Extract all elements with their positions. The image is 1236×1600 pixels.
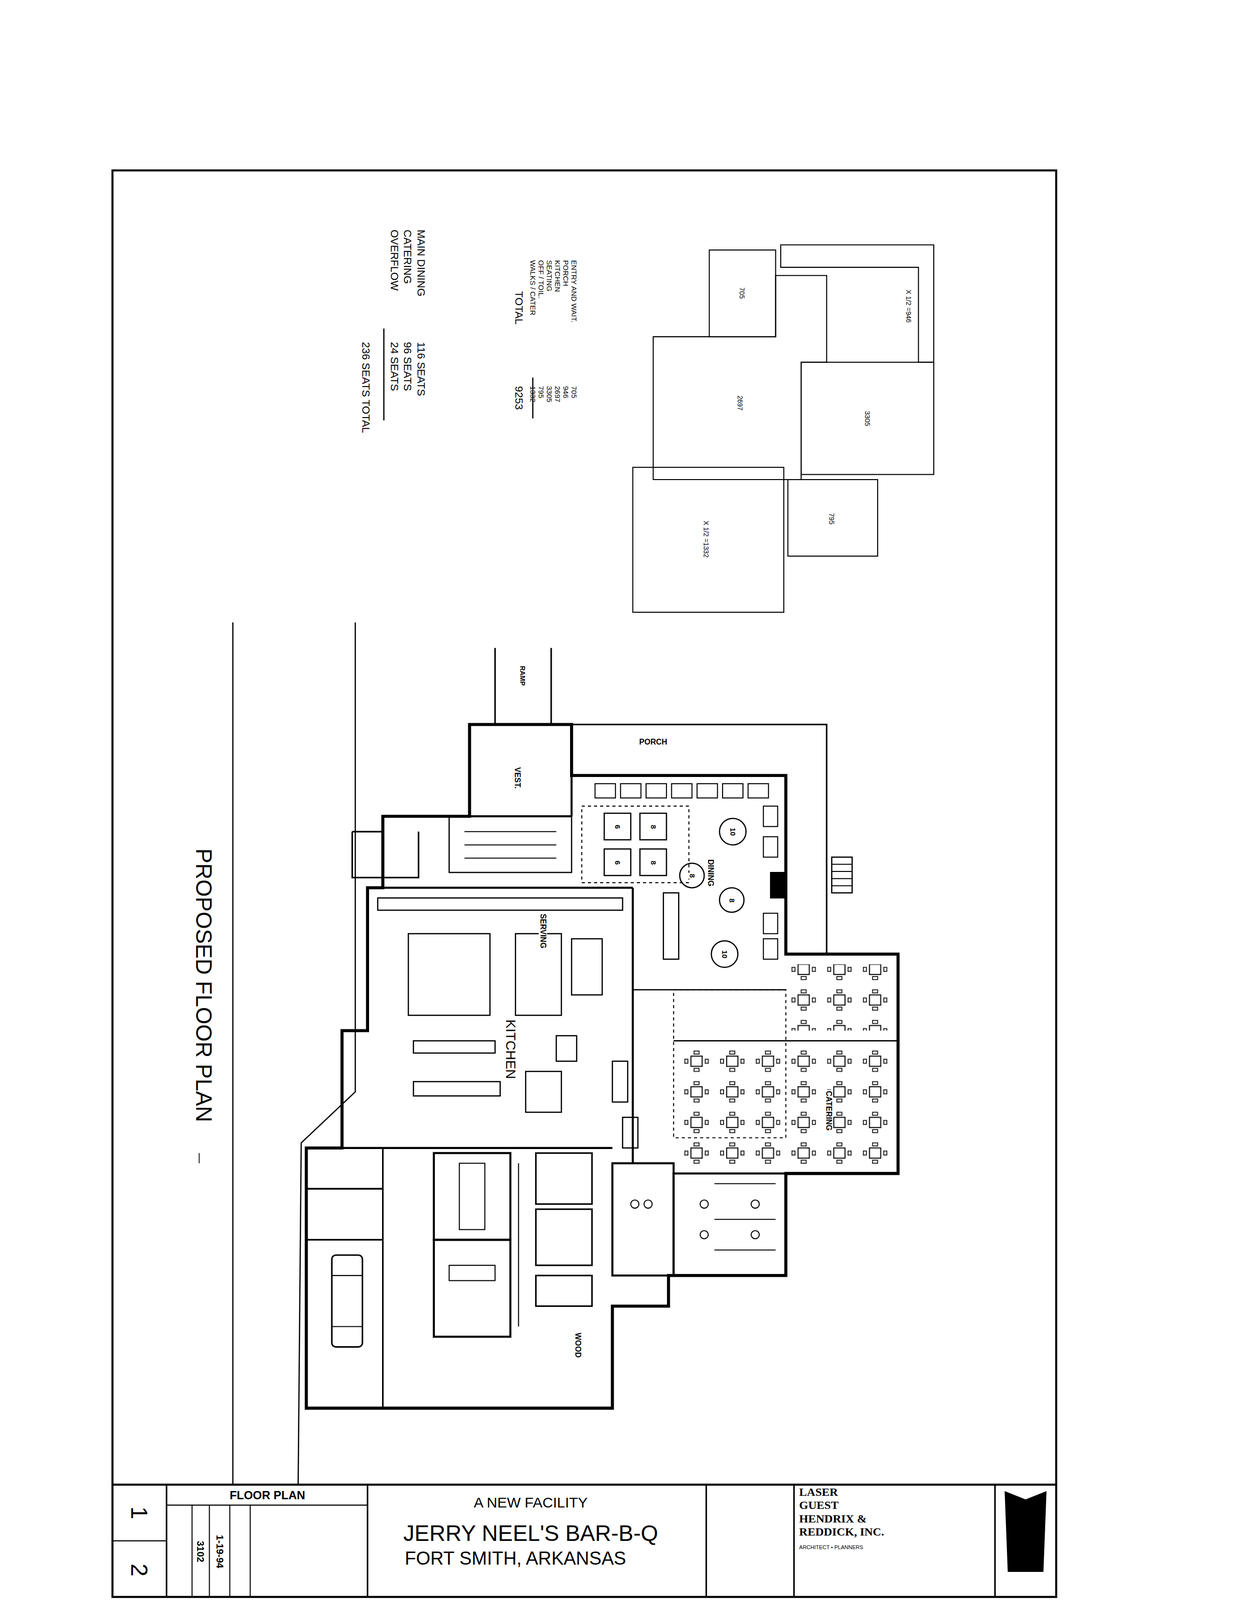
table-number: 8 [649,859,658,866]
schedule-text: MAIN DINING [415,229,427,297]
sheet-number: 1 [126,1506,151,1520]
area-text: PORCH [561,260,570,287]
area-text: ENTRY AND WAIT. [570,260,578,323]
area-value: 1332 [529,386,538,402]
table-number: 10 [728,826,737,837]
area-value: 946 [561,386,570,399]
firm-name: HENDRIX & [799,1512,867,1525]
date: 1-19-94 [214,1534,225,1569]
project-name: JERRY NEEL'S BAR-B-Q [403,1521,659,1545]
table-number: 8 [649,823,658,830]
area-block-label: X 1/2 =1332 [702,520,711,558]
firm-name: REDDICK, INC. [799,1526,884,1539]
area-value: 795 [537,386,546,399]
area-total: TOTAL [513,291,525,325]
drawing-title: PROPOSED FLOOR PLAN [192,848,216,1122]
area-value: 2697 [553,386,562,402]
schedule-text: 96 SEATS [401,341,414,391]
room-label: CATERING [824,1089,834,1132]
area-value: 705 [570,386,578,399]
area-block-label: 3305 [864,410,872,426]
room-label: WOOD [573,1331,582,1360]
area-text: OFF / TOIL. [537,260,546,299]
table-number: 8 [727,897,736,904]
area-block-label: 705 [738,287,746,299]
area-block-label: 2697 [736,395,744,411]
table-number: 8 [688,872,696,879]
schedule-text: CATERING [401,229,414,284]
area-value: 3305 [545,386,554,402]
room-label: PORCH [638,738,669,747]
firm-name: LASER [799,1485,838,1499]
schedule-text: 116 SEATS [415,341,427,397]
schedule-total: 236 SEATS TOTAL [360,341,372,433]
firm-tagline: ARCHITECT • PLANNERS [799,1544,864,1551]
room-label: SERVING [539,912,548,950]
table-number: 6 [613,823,622,830]
area-text: WALKS / CATER [529,260,538,316]
area-block-label: X 1/2 =946 [904,289,912,323]
table-number: 6 [613,859,622,866]
table-number: 10 [720,949,729,960]
room-label: KITCHEN [503,1018,518,1081]
firm-name: GUEST [799,1499,839,1512]
schedule-text: OVERFLOW [388,229,401,291]
schedule-text: 24 SEATS [388,341,401,391]
sheet-title: FLOOR PLAN [229,1489,306,1502]
project-location: FORT SMITH, ARKANSAS [404,1548,627,1569]
sheet-count: 2 [126,1563,151,1577]
job-number: 3102 [195,1540,206,1563]
area-text: SEATING [545,260,554,292]
area-text: KITCHEN [553,260,562,293]
room-label: RAMP [519,664,527,687]
area-block-label: 795 [828,512,836,525]
title-line: A NEW FACILITY [473,1494,588,1511]
room-label: VEST. [513,766,522,790]
area-total-value: 9253 [513,386,525,410]
room-label: DINING [706,858,715,888]
